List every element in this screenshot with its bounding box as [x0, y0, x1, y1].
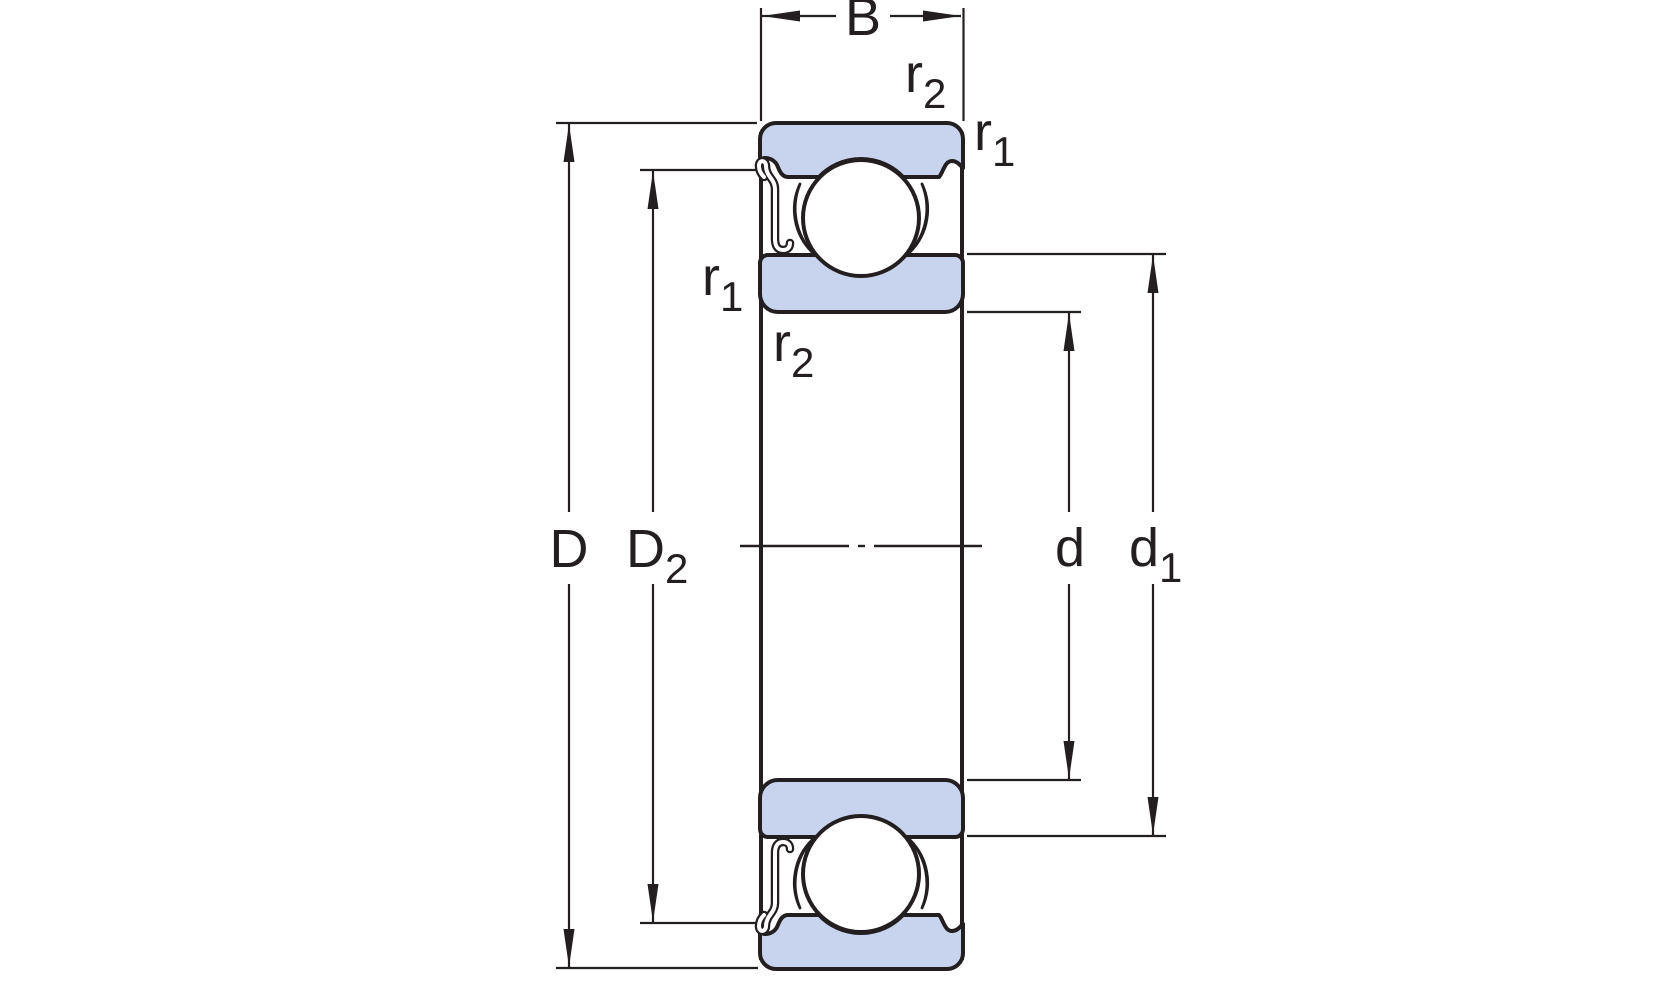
bearing-top-section [759, 123, 963, 312]
label-r2-mid-left: r2 [773, 313, 814, 386]
dimension-B [759, 8, 965, 121]
arrowhead-d1-bottom [1147, 797, 1159, 835]
arrowhead-D2-top [647, 171, 659, 209]
bearing-bottom-section [759, 780, 963, 969]
label-r2-top: r2 [905, 44, 946, 117]
label-r1-mid-left: r1 [702, 247, 743, 320]
arrowhead-B-right [923, 10, 961, 22]
arrowhead-d1-top [1147, 255, 1159, 293]
dimension-d [967, 310, 1081, 782]
label-r1-top-right: r1 [974, 102, 1015, 175]
arrowhead-d-top [1063, 313, 1075, 351]
arrowhead-D-top [563, 124, 575, 162]
label-D2: D2 [626, 519, 688, 592]
label-D: D [550, 519, 589, 579]
dimension-D2 [640, 168, 756, 925]
label-d1: d1 [1129, 518, 1182, 591]
arrowhead-d-bottom [1063, 741, 1075, 779]
arrowhead-D-bottom [563, 929, 575, 967]
arrowhead-D2-bottom [647, 884, 659, 922]
label-d: d [1055, 518, 1085, 578]
dimension-d1 [967, 252, 1166, 838]
dimension-D [556, 121, 758, 970]
label-B: B [845, 0, 881, 47]
arrowhead-B-left [762, 10, 800, 22]
